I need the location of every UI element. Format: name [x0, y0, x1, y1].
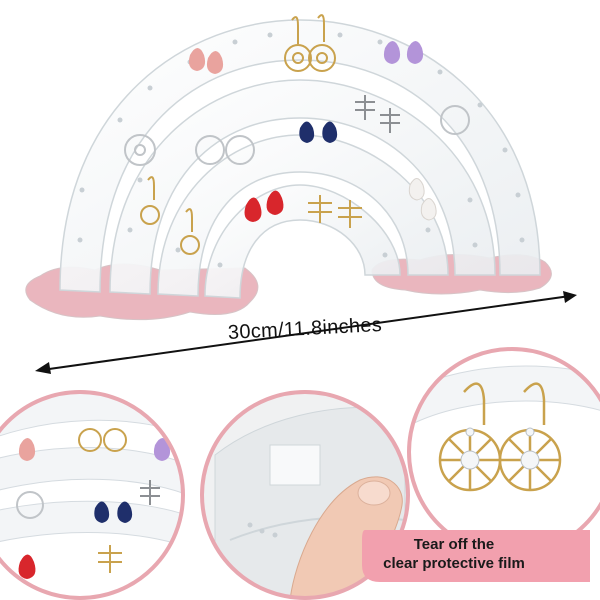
pink-glitter-studs [188, 48, 224, 74]
second-arch [109, 79, 496, 295]
purple-glitter-studs [383, 41, 424, 64]
navy-studs [299, 121, 338, 143]
outer-arch [59, 19, 541, 293]
detail-circle-film [200, 390, 410, 600]
red-studs [244, 190, 284, 222]
rainbow-stand [25, 14, 552, 321]
white-studs [408, 178, 437, 221]
dimension-arrow [35, 291, 577, 374]
detail-circle-earrings [0, 390, 185, 600]
film-caption-line-1: Tear off the [413, 536, 495, 553]
gold-small-earrings [140, 176, 200, 255]
film-caption-line-2: clear protective film [383, 555, 525, 572]
film-caption: Tear off the clear protective film [370, 535, 538, 573]
silver-wheel-earrings [124, 105, 470, 166]
flower-earrings [284, 14, 336, 72]
caption-badge [362, 530, 590, 582]
inner-arch [204, 184, 401, 299]
detail-circle-closeup [407, 347, 600, 557]
dragonfly-earrings [355, 95, 400, 133]
gold-dragonfly-earrings [308, 195, 362, 228]
